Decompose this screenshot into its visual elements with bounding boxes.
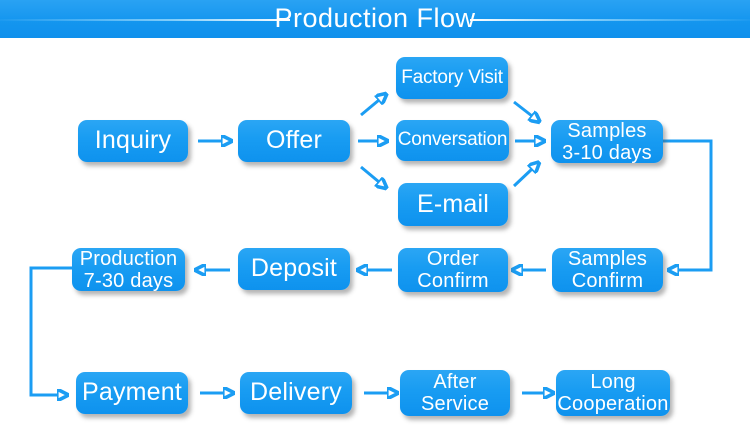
node-order-confirm: Order Confirm <box>398 248 508 292</box>
banner-rule-left <box>0 19 290 21</box>
arrow-offer-to-factory-visit <box>360 100 379 117</box>
node-samples-confirm: Samples Confirm <box>552 248 663 292</box>
page-title: Production Flow <box>274 3 476 33</box>
node-conversation: Conversation <box>396 120 509 161</box>
node-email: E-mail <box>398 183 508 226</box>
node-long-cooperation: Long Cooperation <box>556 370 670 416</box>
banner-rule-right <box>470 19 750 21</box>
node-inquiry: Inquiry <box>78 120 188 162</box>
node-delivery: Delivery <box>240 372 352 414</box>
node-deposit: Deposit <box>238 248 350 290</box>
node-payment: Payment <box>76 372 188 414</box>
node-production-7-30-days: Production 7-30 days <box>72 248 185 292</box>
title-banner: Production Flow <box>0 0 750 38</box>
arrow-email-to-samples <box>512 169 532 188</box>
node-factory-visit: Factory Visit <box>396 57 508 99</box>
arrow-offer-to-email <box>360 165 379 182</box>
arrow-factory-visit-to-samples <box>513 100 532 116</box>
node-after-service: After Service <box>400 370 510 416</box>
node-offer: Offer <box>238 120 350 162</box>
node-samples-3-10-days: Samples 3-10 days <box>551 120 663 164</box>
arrow-samples-to-samples-confirm <box>663 139 713 270</box>
arrow-production-to-payment <box>29 266 72 395</box>
